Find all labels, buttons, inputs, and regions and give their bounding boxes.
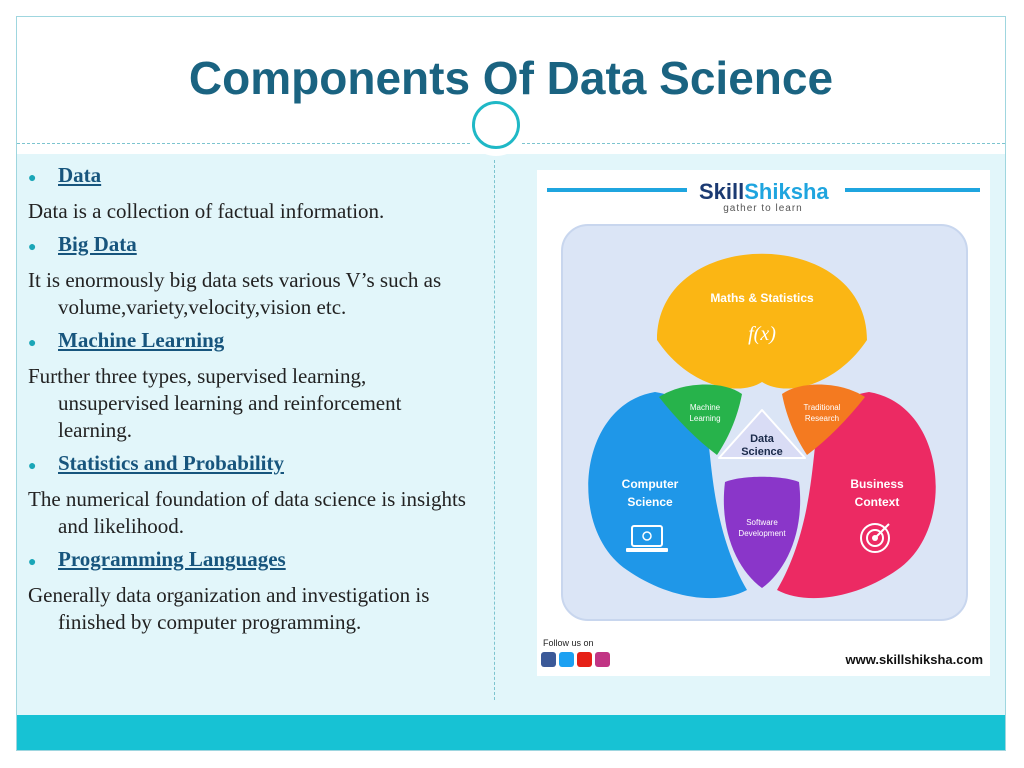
bullet-heading: Machine Learning [58,328,225,352]
follow-us-label: Follow us on [543,638,594,648]
youtube-icon[interactable] [577,652,592,667]
bullet-dot-icon: ● [28,555,37,570]
bullet-list: ● Data Data is a collection of factual i… [28,160,468,642]
formula-label: f(x) [748,323,776,345]
bullet-heading: Data [58,163,102,187]
traditional-research-label-1: Traditional [803,403,840,412]
bullet-description: The numerical foundation of data science… [28,487,466,538]
bullet-item: ● Data [28,162,468,192]
bullet-heading: Programming Languages [58,547,286,571]
business-context-label-2: Context [855,495,900,509]
bullet-item: ● Machine Learning [28,327,468,357]
bullet-dot-icon: ● [28,336,37,351]
traditional-research-region [782,384,865,455]
bullet-item: ● Programming Languages [28,546,468,576]
data-science-label-1: Data [750,433,775,445]
bullet-heading: Statistics and Probability [58,451,284,475]
twitter-icon[interactable] [559,652,574,667]
software-development-label-2: Development [738,529,786,538]
maths-label: Maths & Statistics [710,291,814,305]
brand-logo: SkillShiksha [699,179,829,204]
data-science-center [718,409,806,459]
software-development-region [723,476,801,588]
bullet-description: Generally data organization and investig… [28,583,430,634]
column-divider [494,160,495,700]
bullet-item: ● Big Data [28,231,468,261]
bullet-heading: Big Data [58,232,137,256]
footer-band [17,715,1005,750]
infographic-panel: SkillShiksha gather to learn Maths & Sta… [537,170,990,676]
venn-infographic: SkillShiksha gather to learn Maths & Sta… [537,170,990,667]
ring-icon [472,101,520,149]
bullet-dot-icon: ● [28,240,37,255]
bullet-description: Data is a collection of factual informat… [28,199,385,223]
decorative-ring [465,94,527,156]
machine-learning-region [659,384,742,455]
computer-science-label-1: Computer [622,477,679,491]
brand-tagline: gather to learn [723,203,803,214]
facebook-icon[interactable] [541,652,556,667]
bullet-dot-icon: ● [28,171,37,186]
bullet-description: It is enormously big data sets various V… [28,268,442,319]
laptop-icon [626,525,668,552]
machine-learning-label-1: Machine [690,403,721,412]
slide-title: Components Of Data Science [188,52,834,104]
brand-part-one: Skill [699,179,744,204]
bullet-item: ● Statistics and Probability [28,450,468,480]
software-development-label-1: Software [746,518,778,527]
target-icon [860,523,890,553]
bullet-dot-icon: ● [28,459,37,474]
traditional-research-label-2: Research [805,414,839,423]
maths-region [657,253,867,389]
brand-header-bg [537,170,990,220]
computer-science-label-2: Science [627,495,673,509]
business-context-label-1: Business [850,477,904,491]
website-url: www.skillshiksha.com [844,652,983,667]
machine-learning-label-2: Learning [689,414,720,423]
data-science-label-2: Science [741,446,783,458]
instagram-icon[interactable] [595,652,610,667]
brand-part-two: Shiksha [744,179,829,204]
bullet-description: Further three types, supervised learning… [28,364,402,442]
